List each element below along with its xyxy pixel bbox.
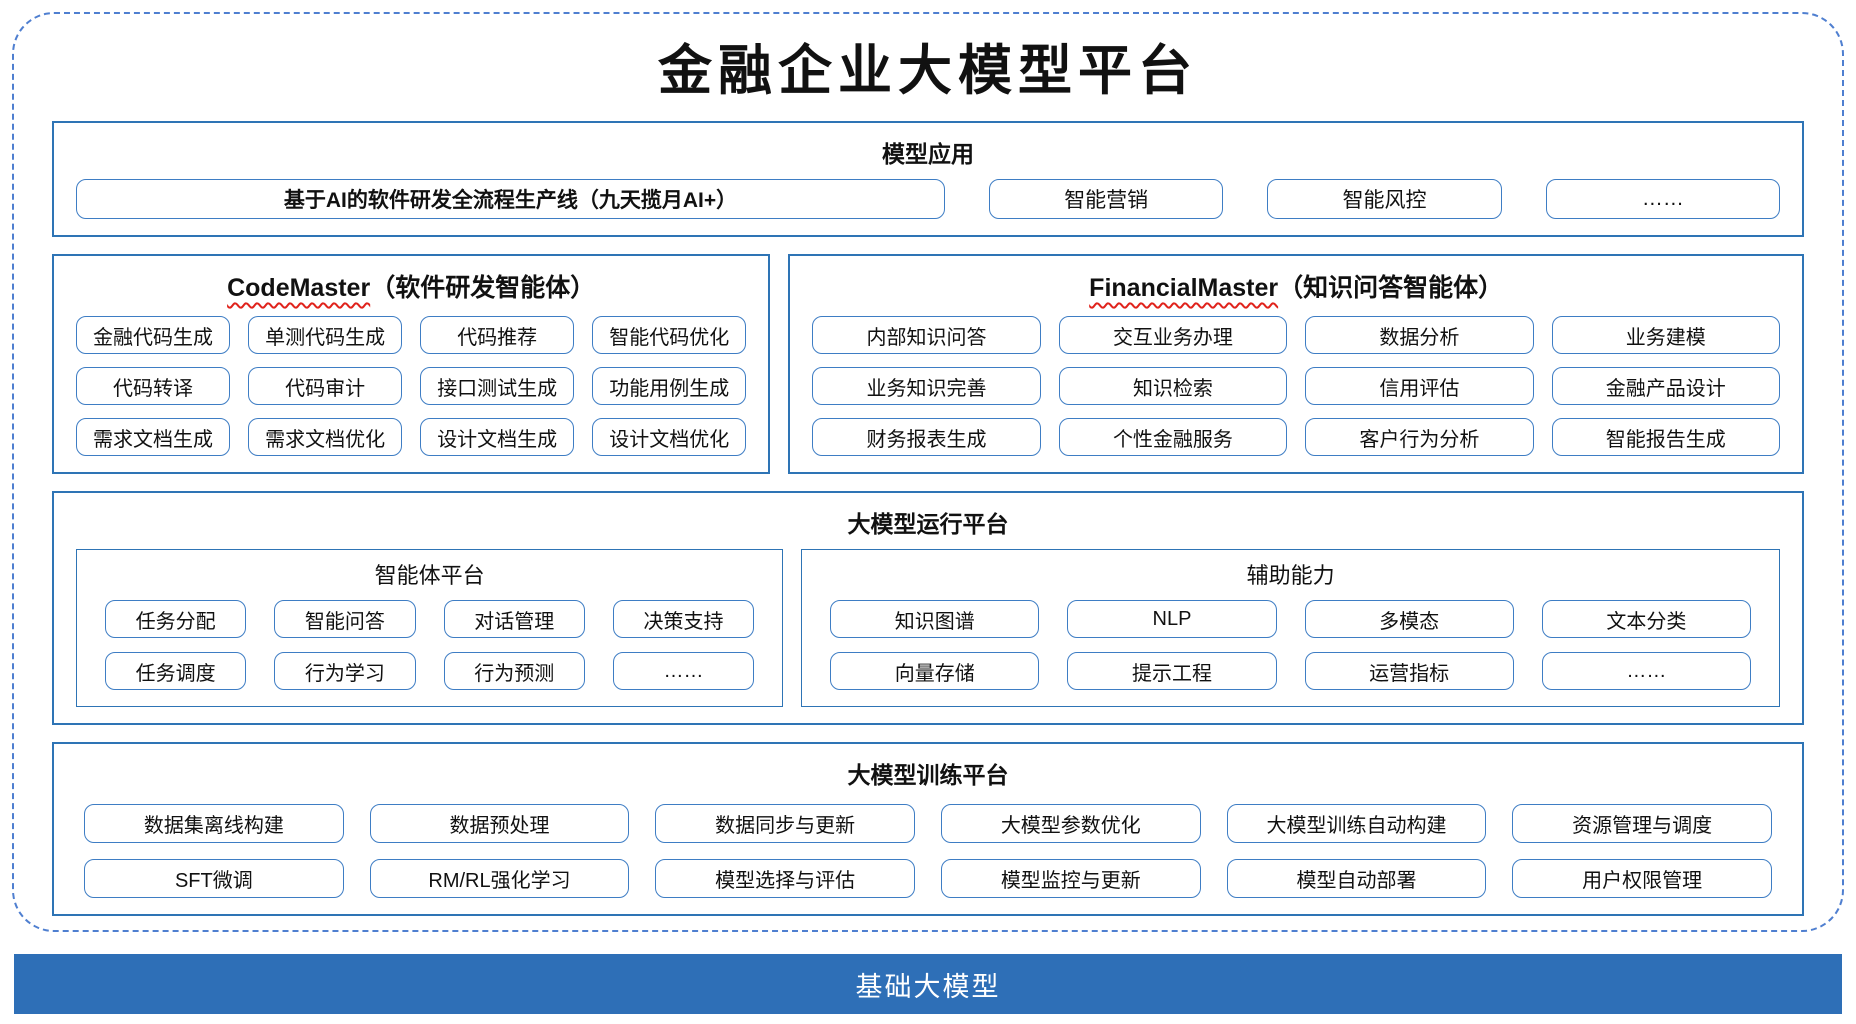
agents-row: CodeMaster（软件研发智能体） 金融代码生成 单测代码生成 代码推荐 智… [52, 254, 1804, 474]
capability-item: 业务知识完善 [812, 367, 1041, 405]
codemaster-header: CodeMaster（软件研发智能体） [76, 268, 746, 304]
capability-item: 模型选择与评估 [655, 859, 915, 898]
capability-item: 文本分类 [1541, 600, 1751, 638]
capability-item: 财务报表生成 [812, 418, 1041, 456]
capability-item: 设计文档优化 [592, 418, 747, 456]
section-run-platform: 大模型运行平台 智能体平台 任务分配 智能问答 对话管理 决策支持 任务调度 行… [52, 491, 1804, 725]
capability-item: 单测代码生成 [248, 316, 403, 354]
capability-item-ellipsis: …… [1541, 652, 1751, 690]
run-platform-row: 智能体平台 任务分配 智能问答 对话管理 决策支持 任务调度 行为学习 行为预测… [76, 549, 1780, 707]
foundation-model-bar: 基础大模型 [14, 954, 1842, 1014]
diagram-content: 金融企业大模型平台 模型应用 基于AI的软件研发全流程生产线（九天揽月AI+） … [52, 38, 1804, 916]
capability-item: 接口测试生成 [420, 367, 575, 405]
capability-item: SFT微调 [84, 859, 344, 898]
train-platform-grid: 数据集离线构建 数据预处理 数据同步与更新 大模型参数优化 大模型训练自动构建 … [76, 800, 1780, 898]
capability-item: 向量存储 [830, 652, 1040, 690]
capability-item: 智能报告生成 [1551, 418, 1780, 456]
capability-item: 功能用例生成 [592, 367, 747, 405]
subsection-agent-platform: 智能体平台 任务分配 智能问答 对话管理 决策支持 任务调度 行为学习 行为预测… [76, 549, 784, 707]
capability-item: 多模态 [1304, 600, 1514, 638]
section-financialmaster: FinancialMaster（知识问答智能体） 内部知识问答 交互业务办理 数… [788, 254, 1804, 474]
capability-item: 业务建模 [1551, 316, 1780, 354]
financialmaster-header: FinancialMaster（知识问答智能体） [812, 268, 1780, 304]
capability-item: 个性金融服务 [1058, 418, 1288, 456]
capability-item: 金融产品设计 [1551, 367, 1780, 405]
capability-item: 数据集离线构建 [84, 804, 344, 843]
capability-item: 行为预测 [443, 652, 585, 690]
codemaster-grid: 金融代码生成 单测代码生成 代码推荐 智能代码优化 代码转译 代码审计 接口测试… [76, 316, 747, 456]
capability-item: 决策支持 [612, 600, 755, 638]
capability-item: 交互业务办理 [1058, 316, 1288, 354]
capability-item-ellipsis: …… [612, 652, 755, 690]
capability-item: 智能问答 [274, 600, 416, 638]
section-codemaster: CodeMaster（软件研发智能体） 金融代码生成 单测代码生成 代码推荐 智… [52, 254, 771, 474]
capability-item: 金融代码生成 [76, 316, 231, 354]
app-item-ellipsis: …… [1545, 179, 1781, 219]
capability-item: 知识图谱 [830, 600, 1040, 638]
aux-capabilities-header: 辅助能力 [1246, 563, 1335, 588]
agent-platform-grid: 任务分配 智能问答 对话管理 决策支持 任务调度 行为学习 行为预测 …… [105, 600, 755, 690]
pipeline-box: 基于AI的软件研发全流程生产线（九天揽月AI+） [76, 179, 946, 219]
model-applications-header: 模型应用 [882, 141, 974, 167]
capability-item: 信用评估 [1305, 367, 1534, 405]
outer-dashed-border [12, 12, 1844, 932]
capability-item: 客户行为分析 [1305, 418, 1534, 456]
financialmaster-suffix: （知识问答智能体） [1278, 274, 1504, 302]
capability-item: 数据预处理 [369, 804, 630, 843]
section-model-applications: 模型应用 基于AI的软件研发全流程生产线（九天揽月AI+） 智能营销 智能风控 … [52, 121, 1804, 237]
capability-item: 代码转译 [76, 367, 231, 405]
capability-item: 知识检索 [1058, 367, 1288, 405]
capability-item: 大模型参数优化 [940, 804, 1201, 843]
agent-platform-header: 智能体平台 [374, 563, 485, 588]
aux-capabilities-grid: 知识图谱 NLP 多模态 文本分类 向量存储 提示工程 运营指标 …… [830, 600, 1751, 690]
capability-item: 内部知识问答 [812, 316, 1041, 354]
capability-item: RM/RL强化学习 [369, 859, 630, 898]
financialmaster-name: FinancialMaster [1089, 274, 1279, 302]
capability-item: 需求文档优化 [248, 418, 403, 456]
capability-item: 设计文档生成 [420, 418, 575, 456]
capability-item: 智能代码优化 [592, 316, 747, 354]
financialmaster-grid: 内部知识问答 交互业务办理 数据分析 业务建模 业务知识完善 知识检索 信用评估… [812, 316, 1780, 456]
app-item: 智能营销 [989, 179, 1224, 219]
page-title: 金融企业大模型平台 [658, 38, 1198, 102]
app-item: 智能风控 [1267, 179, 1502, 219]
capability-item: 任务分配 [105, 600, 247, 638]
codemaster-suffix: （软件研发智能体） [370, 274, 596, 302]
capability-item: 提示工程 [1067, 652, 1277, 690]
train-platform-header: 大模型训练平台 [847, 762, 1009, 788]
capability-item: 数据分析 [1305, 316, 1534, 354]
section-train-platform: 大模型训练平台 数据集离线构建 数据预处理 数据同步与更新 大模型参数优化 大模… [52, 742, 1804, 916]
capability-item: 对话管理 [443, 600, 585, 638]
capability-item: 模型自动部署 [1226, 859, 1487, 898]
capability-item: NLP [1067, 600, 1277, 638]
capability-item: 数据同步与更新 [655, 804, 915, 843]
capability-item: 任务调度 [105, 652, 247, 690]
capability-item: 代码推荐 [420, 316, 575, 354]
codemaster-name: CodeMaster [227, 274, 371, 302]
capability-item: 需求文档生成 [76, 418, 231, 456]
capability-item: 运营指标 [1304, 652, 1514, 690]
capability-item: 模型监控与更新 [940, 859, 1201, 898]
model-applications-row: 基于AI的软件研发全流程生产线（九天揽月AI+） 智能营销 智能风控 …… [76, 179, 1781, 219]
capability-item: 大模型训练自动构建 [1226, 804, 1487, 843]
capability-item: 资源管理与调度 [1512, 804, 1772, 843]
capability-item: 行为学习 [274, 652, 416, 690]
capability-item: 用户权限管理 [1512, 859, 1772, 898]
capability-item: 代码审计 [248, 367, 403, 405]
subsection-aux-capabilities: 辅助能力 知识图谱 NLP 多模态 文本分类 向量存储 提示工程 运营指标 …… [801, 549, 1780, 707]
run-platform-header: 大模型运行平台 [847, 511, 1009, 537]
